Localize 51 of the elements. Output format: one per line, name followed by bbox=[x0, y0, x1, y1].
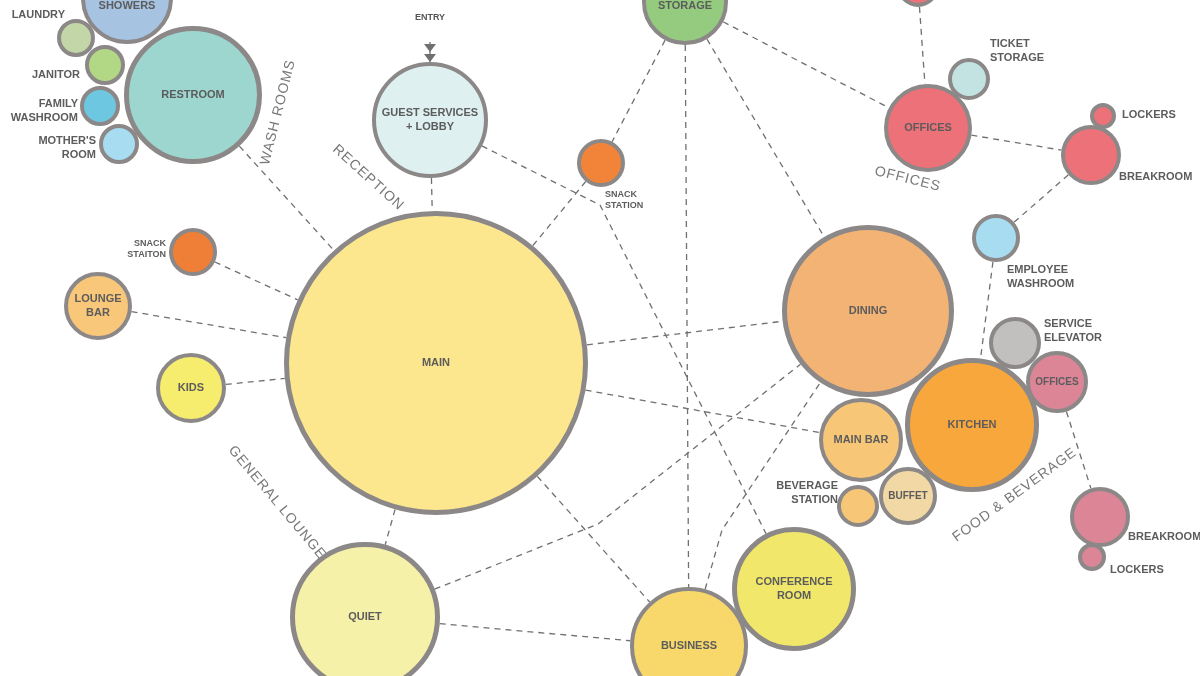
room-label: MOTHER'S ROOM bbox=[37, 134, 96, 162]
connector-line bbox=[439, 623, 631, 642]
room-label: GUEST SERVICES + LOBBY bbox=[380, 106, 480, 134]
connector-line bbox=[704, 381, 821, 590]
room-label: EMPLOYEE WASHROOM bbox=[1007, 263, 1076, 291]
room-label: BUFFET bbox=[887, 489, 929, 503]
room-label: BEVERAGE STATION bbox=[775, 479, 838, 507]
connector-line bbox=[238, 145, 335, 252]
connector-line bbox=[970, 134, 1063, 151]
room-label: RESTROOM bbox=[160, 88, 226, 102]
room-label: STORAGE bbox=[656, 0, 714, 13]
room-label: KIDS bbox=[176, 381, 206, 395]
room-label: SHOWERS bbox=[97, 0, 157, 13]
room-label: OFFICES bbox=[1034, 375, 1080, 389]
room-label: TICKET STORAGE bbox=[990, 37, 1046, 65]
room-label: LOCKERS bbox=[1122, 108, 1177, 122]
connector-line bbox=[481, 145, 767, 535]
connector-line bbox=[536, 475, 651, 603]
room-label: CONFERENCE ROOM bbox=[754, 575, 834, 603]
room-circle bbox=[819, 398, 903, 482]
room-label: BUSINESS bbox=[659, 639, 719, 653]
room-label: BREAKROOM bbox=[1119, 170, 1194, 184]
connector-line bbox=[384, 508, 396, 546]
connector-line bbox=[214, 261, 299, 301]
connector-line bbox=[1013, 174, 1070, 223]
group-caption: WASH ROOMS bbox=[256, 57, 298, 167]
room-circle bbox=[879, 467, 937, 525]
connector-line bbox=[225, 377, 286, 386]
room-label: MAIN BAR bbox=[832, 433, 890, 447]
connector-line bbox=[532, 180, 587, 247]
connector-line bbox=[130, 311, 287, 339]
connector-line bbox=[434, 363, 802, 590]
room-label: FAMILY WASHROOM bbox=[9, 97, 78, 125]
connector-line bbox=[611, 39, 666, 143]
room-label: OFFICES bbox=[903, 121, 953, 135]
connector-line bbox=[684, 44, 690, 588]
room-label: JANITOR bbox=[30, 68, 80, 82]
room-circle bbox=[1026, 351, 1088, 413]
room-label: MAIN bbox=[420, 356, 452, 370]
entry-label: ENTRY bbox=[414, 12, 446, 22]
room-label: SNACK STAITON bbox=[126, 238, 166, 261]
room-label: LOCKERS bbox=[1110, 563, 1165, 577]
connector-line bbox=[1065, 410, 1092, 490]
room-label: SNACK STATION bbox=[605, 189, 645, 212]
room-label: DINING bbox=[847, 304, 889, 318]
connector-line bbox=[584, 389, 821, 434]
room-label: KITCHEN bbox=[946, 418, 998, 432]
room-label: SERVICE ELEVATOR bbox=[1044, 317, 1104, 345]
room-label: LOUNGE BAR bbox=[73, 292, 123, 320]
room-label: LAUNDRY bbox=[10, 8, 65, 22]
room-label: QUIET bbox=[347, 610, 383, 624]
